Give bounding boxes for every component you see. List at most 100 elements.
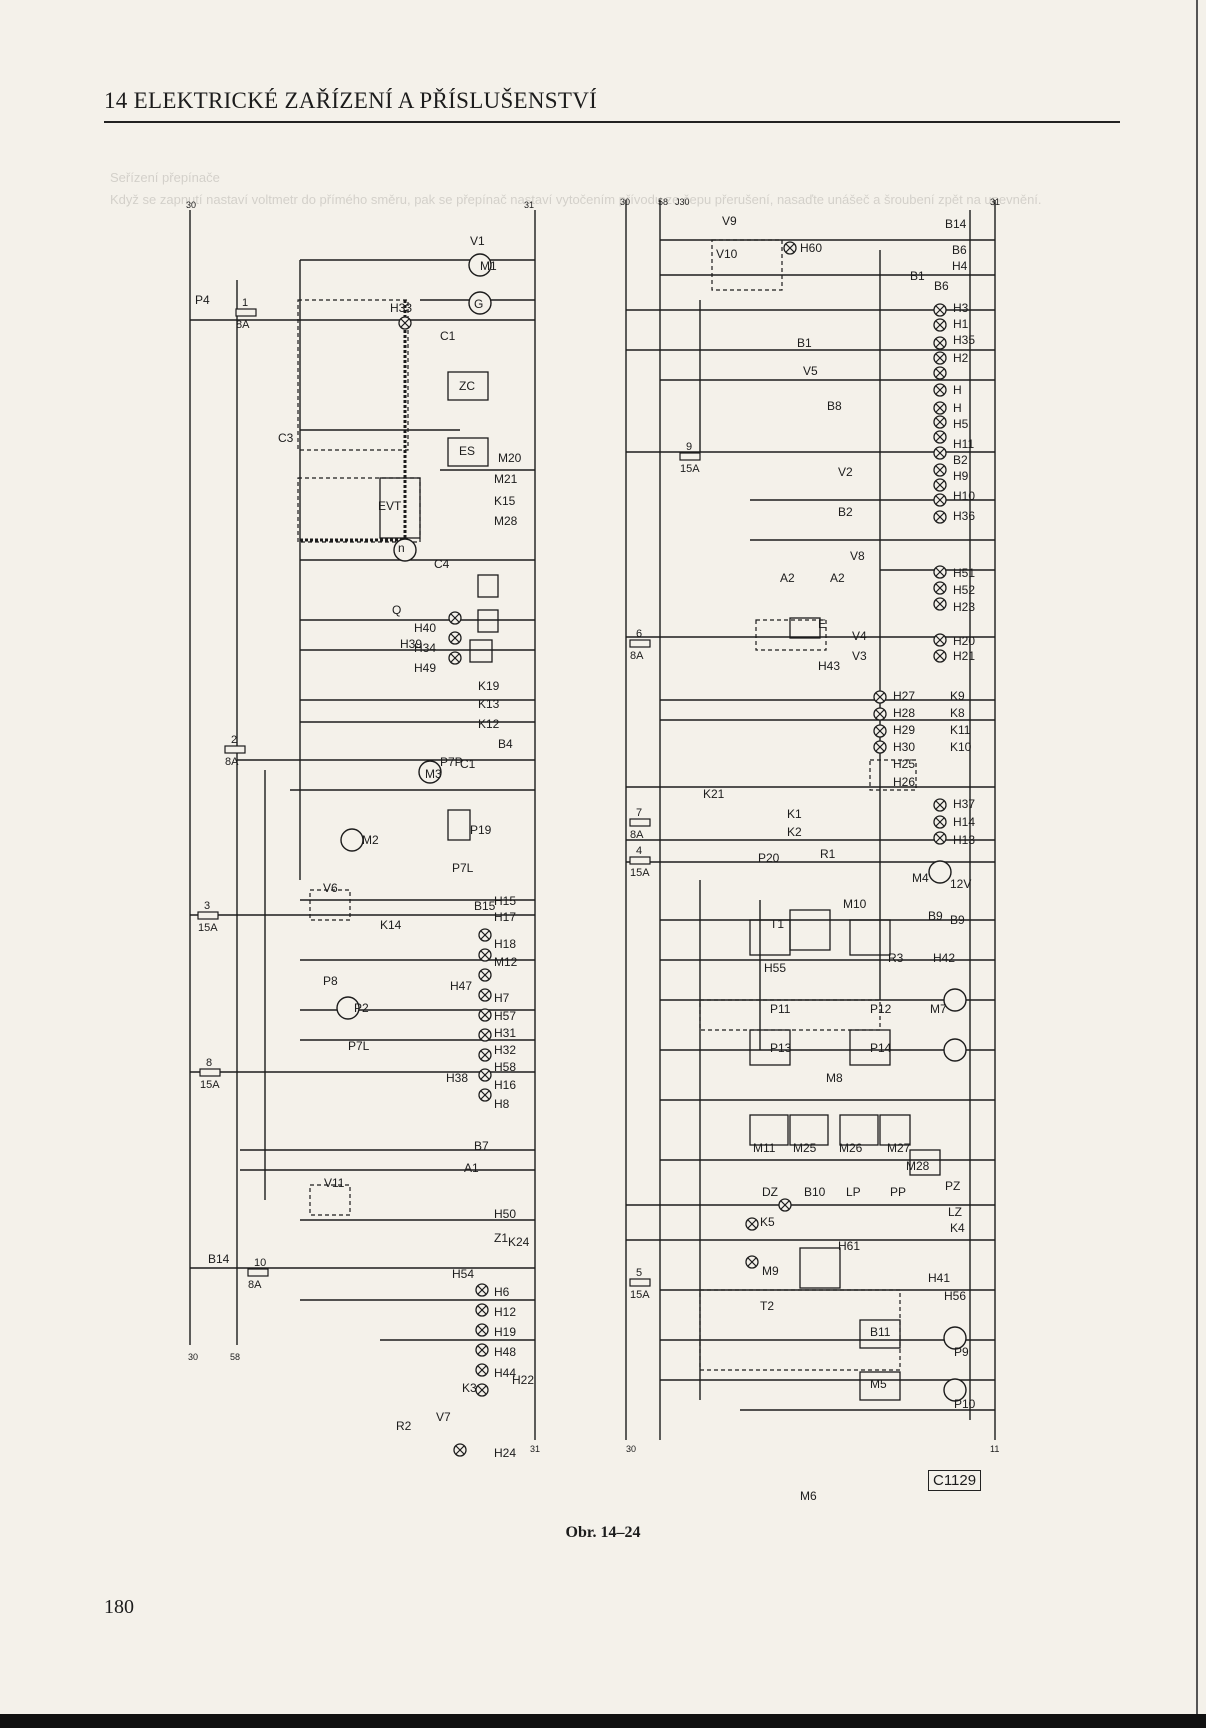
bleed-line: Když se zapnutí nastaví voltmetr do přím… xyxy=(110,192,1042,207)
fuse-rating: 8A xyxy=(630,650,644,662)
bleed-line: Seřízení přepínače xyxy=(110,170,220,185)
component-label-k15: K15 xyxy=(494,494,516,508)
component-label-b2: B2 xyxy=(838,505,853,519)
component-label-h56: H56 xyxy=(944,1289,966,1303)
component-label-b9: B9 xyxy=(928,909,943,923)
module-m28 xyxy=(879,1114,911,1146)
fuse-number: 5 xyxy=(636,1267,642,1279)
component-label-c3: C3 xyxy=(278,431,294,445)
component-label-c4: C4 xyxy=(434,557,450,571)
fuse-symbols xyxy=(197,308,701,1287)
motor-m6-icon xyxy=(943,1378,967,1402)
component-label-h26: H26 xyxy=(893,775,915,789)
component-label-b1: B1 xyxy=(910,269,925,283)
module-p9 xyxy=(859,1319,901,1349)
fuse-number: 2 xyxy=(231,734,237,746)
component-label-b6: B6 xyxy=(952,243,967,257)
terminal-label-bottom: 30 xyxy=(626,1444,636,1454)
component-label-h38: H38 xyxy=(446,1071,468,1085)
component-label-p13: P13 xyxy=(770,1041,792,1055)
component-label-p4: P4 xyxy=(195,293,210,307)
lamp-icon xyxy=(478,1068,492,1082)
component-label-p7l: P7L xyxy=(452,861,474,875)
component-label-p14: P14 xyxy=(870,1041,892,1055)
component-label-t2: T2 xyxy=(760,1299,774,1313)
lamp-icon xyxy=(478,948,492,962)
component-label-h58: H58 xyxy=(494,1060,516,1074)
component-label-b15: B15 xyxy=(474,899,496,913)
component-label-h23: H23 xyxy=(953,600,975,614)
component-label-t1: T1 xyxy=(770,917,784,931)
terminal-label-bottom: 31 xyxy=(530,1444,540,1454)
lamp-icon xyxy=(933,493,947,507)
generator-g-icon xyxy=(468,291,492,315)
lamp-icon xyxy=(453,1443,467,1457)
component-label-g: G xyxy=(474,297,483,311)
component-label-lz: LZ xyxy=(948,1205,962,1219)
component-label-evt: EVT xyxy=(378,499,402,513)
component-label-h50: H50 xyxy=(494,1207,516,1221)
lamp-icon xyxy=(448,611,462,625)
component-label-a2: A2 xyxy=(780,571,795,585)
component-label-m12: M12 xyxy=(494,955,518,969)
component-label-k21: K21 xyxy=(703,787,725,801)
component-label-h28: H28 xyxy=(893,706,915,720)
lamp-icon xyxy=(873,707,887,721)
component-label-m6: M6 xyxy=(800,1489,817,1503)
component-label-h2: H2 xyxy=(953,351,969,365)
lamp-icon xyxy=(933,798,947,812)
lamp-icon xyxy=(933,478,947,492)
fuse-rating: 8A xyxy=(225,756,239,768)
component-label-v9: V9 xyxy=(722,214,737,228)
component-label-a2: A2 xyxy=(830,571,845,585)
component-label-h25: H25 xyxy=(893,757,915,771)
scan-bottom-bar xyxy=(0,1714,1206,1728)
component-label-pp: PP xyxy=(890,1185,906,1199)
page-number: 180 xyxy=(104,1596,134,1618)
component-label-h5: H5 xyxy=(953,417,969,431)
lamp-icon xyxy=(475,1323,489,1337)
component-label-n: n xyxy=(398,541,405,555)
component-label-h: H xyxy=(953,401,962,415)
component-label-h9: H9 xyxy=(953,469,969,483)
lamp-icon xyxy=(933,303,947,317)
fuse-8 xyxy=(199,1068,221,1077)
component-label-k12: K12 xyxy=(478,717,500,731)
component-label-h34: H34 xyxy=(414,641,436,655)
fuse-rating: 15A xyxy=(630,1289,650,1301)
component-label-h33: H33 xyxy=(390,301,412,315)
lamp-icon xyxy=(475,1303,489,1317)
sensor-n-icon xyxy=(393,538,417,562)
component-label-h49: H49 xyxy=(414,661,436,675)
lamp-icon xyxy=(478,1048,492,1062)
motor-p8-icon xyxy=(336,996,360,1020)
component-label-h43: H43 xyxy=(818,659,840,673)
component-label-lp: LP xyxy=(846,1185,861,1199)
module-es xyxy=(447,437,489,467)
fuse-1 xyxy=(235,308,257,317)
module-dz xyxy=(909,1149,941,1176)
component-label-h17: H17 xyxy=(494,910,516,924)
lamp-icon xyxy=(933,336,947,350)
component-label-m26: M26 xyxy=(839,1141,863,1155)
fuse-number: 9 xyxy=(686,441,692,453)
module-m9 xyxy=(799,1247,841,1289)
component-label-h55: H55 xyxy=(764,961,786,975)
motor-m1-icon xyxy=(468,253,492,277)
component-label-r3: R3 xyxy=(888,951,904,965)
component-label-m1: M1 xyxy=(480,259,497,273)
lamp-icon xyxy=(933,366,947,380)
module-relay xyxy=(477,609,499,633)
module-evt xyxy=(379,477,421,539)
component-label-b8: B8 xyxy=(827,399,842,413)
fuse-rating: 15A xyxy=(198,922,218,934)
component-label-k11: K11 xyxy=(950,723,971,737)
fuse-9 xyxy=(679,452,701,461)
component-label-m2: M2 xyxy=(362,833,379,847)
component-label-a1: A1 xyxy=(464,1161,479,1175)
terminal-label-bottom: 11 xyxy=(990,1444,999,1454)
lamp-icon xyxy=(933,463,947,477)
component-label-m5: M5 xyxy=(870,1377,887,1391)
